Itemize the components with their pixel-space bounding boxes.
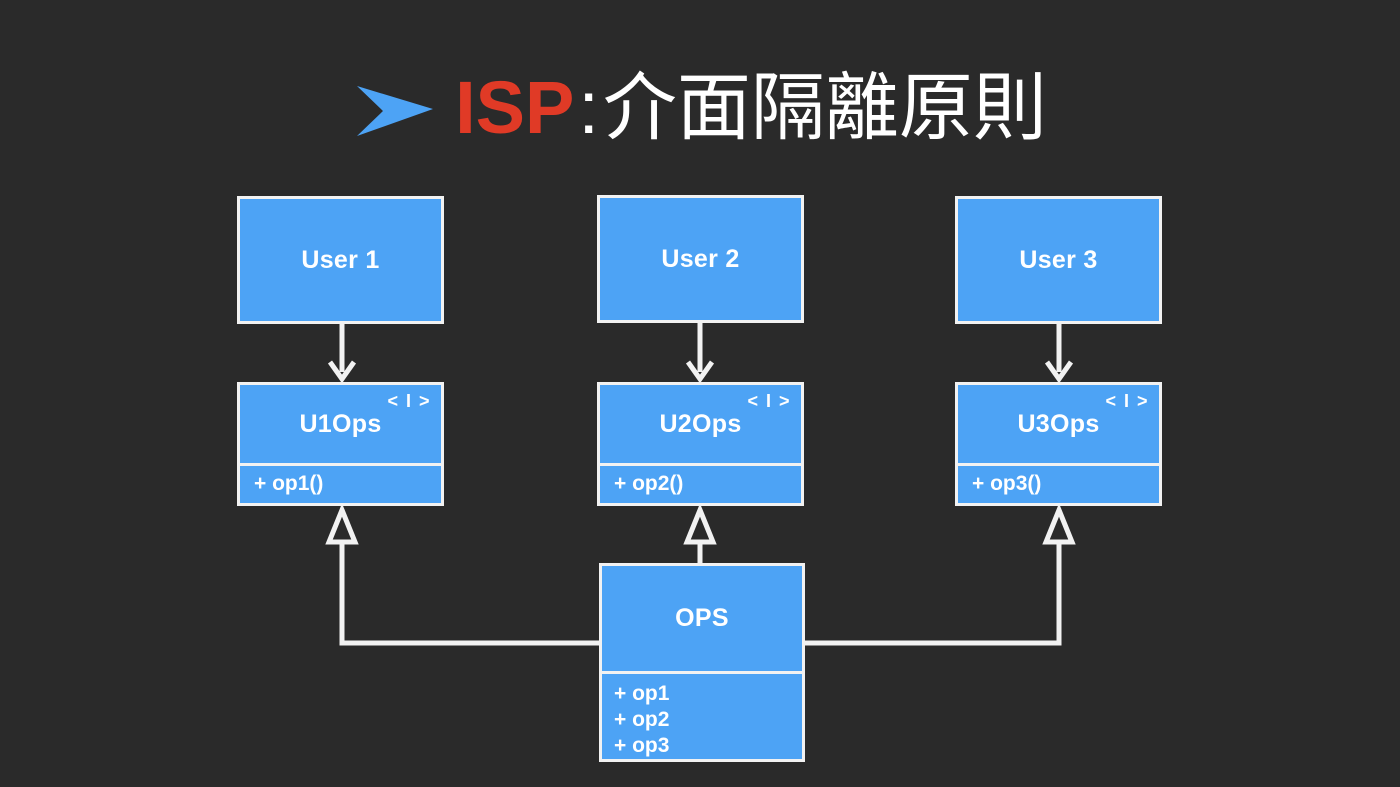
member-row: + op3 — [614, 734, 670, 758]
class-box-ops[interactable]: OPS + op1 + op2 + op3 — [599, 563, 805, 762]
interface-header: < I > U3Ops — [958, 385, 1159, 463]
title-separator: : — [578, 66, 599, 149]
interface-header: < I > U1Ops — [240, 385, 441, 463]
class-name: User 3 — [1019, 245, 1098, 274]
interface-header: < I > U2Ops — [600, 385, 801, 463]
class-header: OPS — [602, 566, 802, 671]
interface-members: + op3() — [958, 463, 1159, 503]
arrow-bullet-icon — [357, 86, 434, 136]
interface-stereotype-icon: < I > — [387, 391, 431, 411]
interface-stereotype-icon: < I > — [747, 391, 791, 411]
member-row: + op1() — [254, 472, 324, 495]
arrowhead-user2-dependency — [685, 360, 715, 384]
arrowhead-user1-dependency — [327, 360, 357, 384]
interface-box-u1ops[interactable]: < I > U1Ops + op1() — [237, 382, 444, 506]
class-header: User 1 — [240, 199, 441, 321]
class-box-user2[interactable]: User 2 — [597, 195, 804, 323]
class-name: OPS — [675, 604, 729, 632]
class-box-user1[interactable]: User 1 — [237, 196, 444, 324]
page-title: ISP:介面隔離原則 — [455, 71, 1047, 146]
arrowhead-ops-u1ops-realization — [325, 503, 359, 545]
interface-box-u2ops[interactable]: < I > U2Ops + op2() — [597, 382, 804, 506]
class-members: + op1 + op2 + op3 — [602, 671, 802, 768]
interface-members: + op1() — [240, 463, 441, 503]
member-row: + op2() — [614, 472, 684, 495]
class-name: User 1 — [301, 245, 380, 274]
interface-stereotype-icon: < I > — [1105, 391, 1149, 411]
member-row: + op1 — [614, 682, 670, 705]
class-header: User 2 — [600, 198, 801, 320]
class-name: User 2 — [661, 244, 740, 273]
member-row: + op2 — [614, 708, 670, 732]
interface-members: + op2() — [600, 463, 801, 503]
connector-ops-u1ops — [339, 534, 599, 646]
arrowhead-ops-u3ops-realization — [1042, 503, 1076, 545]
title-chinese: 介面隔離原則 — [602, 65, 1047, 151]
class-box-user3[interactable]: User 3 — [955, 196, 1162, 324]
title-acronym: ISP — [455, 66, 575, 149]
member-row: + op3() — [972, 472, 1042, 495]
arrowhead-user3-dependency — [1044, 360, 1074, 384]
arrowhead-ops-u2ops-realization — [683, 503, 717, 545]
interface-name: U2Ops — [659, 409, 742, 438]
interface-name: U3Ops — [1017, 409, 1100, 438]
slide-title: ISP:介面隔離原則 — [0, 58, 1400, 158]
interface-box-u3ops[interactable]: < I > U3Ops + op3() — [955, 382, 1162, 506]
interface-name: U1Ops — [299, 409, 382, 438]
class-header: User 3 — [958, 199, 1159, 321]
connector-ops-u3ops — [805, 534, 1062, 646]
